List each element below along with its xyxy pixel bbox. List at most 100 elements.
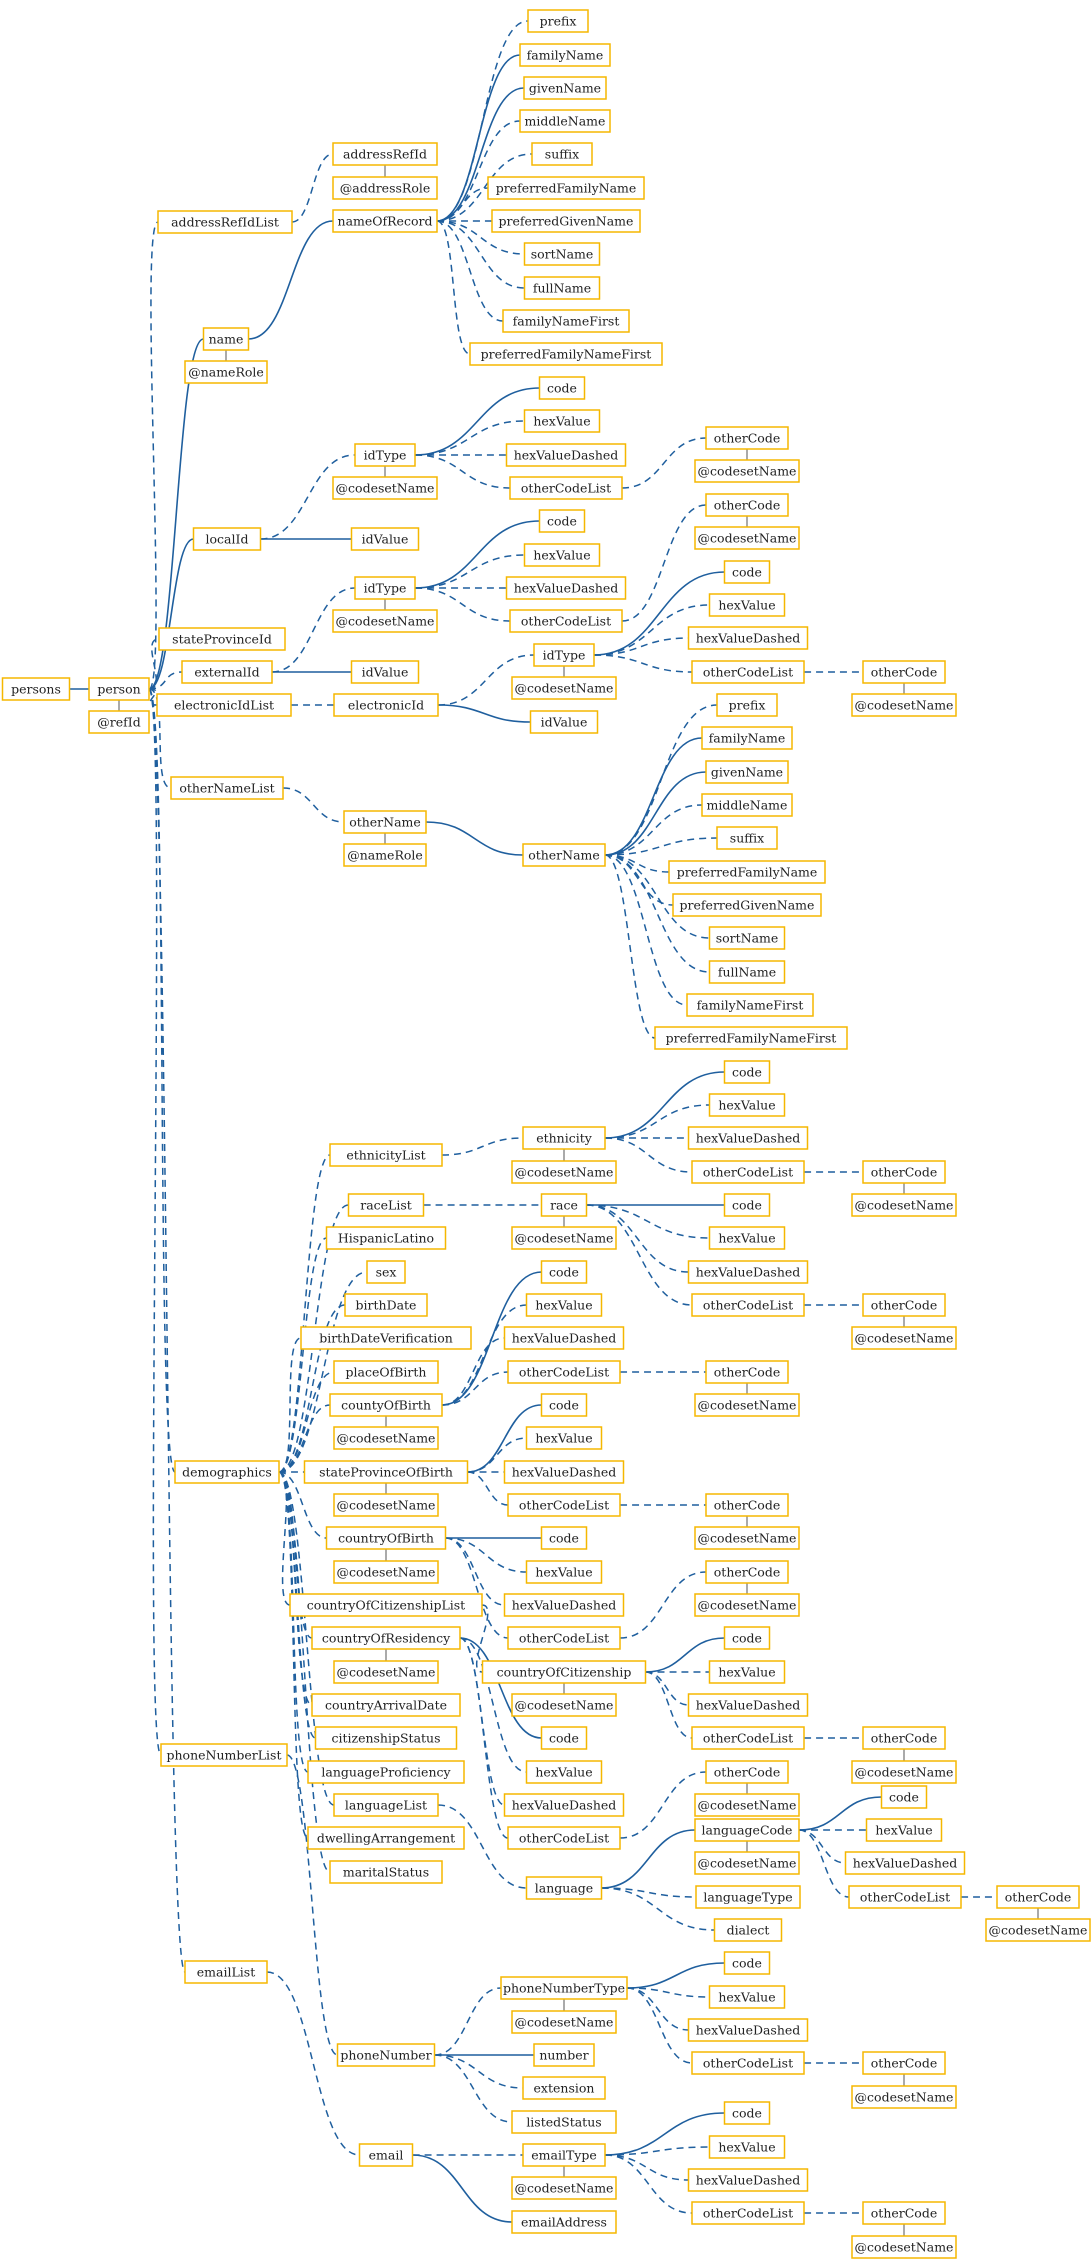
node-coc-oc-csn: @codesetName	[851, 1760, 957, 1784]
edge-otherName-to-on-fnf	[604, 854, 688, 1006]
node-box	[174, 1460, 280, 1484]
node-spob-csn: @codesetName	[333, 1493, 439, 1517]
node-countryOfBirth: countryOfBirth	[325, 1526, 447, 1550]
node-nor-givenName: givenName	[523, 76, 607, 100]
edge-person-to-demographics	[148, 688, 176, 1473]
node-box	[851, 1326, 957, 1350]
node-label: race	[550, 1198, 578, 1213]
node-raceList: raceList	[347, 1193, 425, 1217]
node-on-fullName: fullName	[708, 960, 786, 984]
node-label: otherName	[528, 848, 600, 863]
node-on-sortName: sortName	[708, 926, 786, 950]
edge-countyOfBirth-to-cob-ocl	[441, 1371, 509, 1406]
node-lid-csn: @codesetName	[332, 476, 438, 500]
node-label: fullName	[718, 965, 776, 980]
node-eid-oc-csn: @codesetName	[694, 526, 800, 550]
node-label: otherCode	[714, 431, 780, 446]
node-box	[694, 526, 800, 550]
node-label: @codesetName	[698, 464, 797, 479]
node-label: code	[549, 1731, 579, 1746]
node-label: emailType	[531, 2148, 597, 2163]
edge-countryOfCitizenshipList-to-countryOfCitizenship	[476, 1604, 489, 1673]
node-label: extension	[534, 2081, 595, 2096]
node-label: placeOfBirth	[346, 1365, 427, 1380]
node-lc-oc: otherCode	[996, 1885, 1080, 1909]
node-box	[540, 1193, 588, 1217]
node-ctob-hex: hexValue	[525, 1560, 603, 1584]
node-box	[862, 1293, 946, 1317]
node-label: @codesetName	[337, 1565, 436, 1580]
node-lid-code: code	[538, 376, 586, 400]
node-cor-oc-csn: @codesetName	[694, 1793, 800, 1817]
edge-demographics-to-ethnicityList	[278, 1154, 331, 1473]
node-nor-sortName: sortName	[523, 242, 601, 266]
node-box	[509, 609, 623, 633]
node-label: ethnicity	[536, 1131, 593, 1146]
node-label: person	[97, 682, 140, 697]
node-label: electronicId	[348, 698, 424, 713]
node-on-givenName: givenName	[705, 760, 789, 784]
node-lid-ocl: otherCodeList	[509, 476, 623, 500]
node-label: otherCodeList	[703, 2206, 793, 2221]
node-label: phoneNumber	[340, 2048, 431, 2063]
node-box	[311, 1693, 461, 1717]
node-countryArrivalDate: countryArrivalDate	[311, 1693, 461, 1717]
node-box	[691, 1726, 805, 1750]
node-person: person	[88, 677, 150, 701]
node-box	[344, 1293, 428, 1317]
node-label: @codesetName	[698, 1856, 797, 1871]
node-box	[533, 643, 595, 667]
node-on-middleName: middleName	[701, 793, 793, 817]
edge-emailType-to-et-code	[604, 2112, 725, 2156]
node-box	[687, 626, 809, 650]
node-pnt-code: code	[723, 1951, 771, 1975]
node-person-refId: @refId	[88, 710, 150, 734]
node-label: @codesetName	[515, 1231, 614, 1246]
node-label: otherCode	[871, 2056, 937, 2071]
node-box	[522, 2143, 606, 2167]
node-box	[723, 1193, 771, 1217]
node-box	[511, 2210, 617, 2234]
node-label: sortName	[716, 931, 779, 946]
node-label: code	[549, 1398, 579, 1413]
node-label: @codesetName	[698, 1398, 797, 1413]
node-eth-oc: otherCode	[862, 1160, 946, 1184]
node-label: idType	[543, 648, 586, 663]
node-countyOfBirth: countyOfBirth	[329, 1393, 443, 1417]
node-pnt-hexd: hexValueDashed	[687, 2018, 809, 2042]
edge-emailList-to-email	[266, 1971, 360, 2156]
node-placeOfBirth: placeOfBirth	[333, 1360, 439, 1384]
node-label: @codesetName	[855, 698, 954, 713]
node-label: hexValue	[535, 1431, 592, 1446]
node-box	[708, 2135, 786, 2159]
node-box	[481, 1660, 647, 1684]
node-box	[687, 2018, 809, 2042]
node-box	[511, 2110, 617, 2134]
node-nor-fnf: familyNameFirst	[502, 309, 630, 333]
node-label: @codesetName	[855, 2240, 954, 2255]
node-localId: localId	[192, 527, 262, 551]
node-et-code: code	[723, 2101, 771, 2125]
node-pn-listedStatus: listedStatus	[511, 2110, 617, 2134]
edge-emailType-to-et-hexd	[604, 2154, 689, 2181]
node-label: otherCodeList	[703, 1298, 793, 1313]
node-box	[522, 843, 606, 867]
node-et-ocl: otherCodeList	[691, 2201, 805, 2225]
node-box	[844, 1851, 966, 1875]
node-box	[500, 1976, 628, 2000]
node-box	[507, 1360, 621, 1384]
node-externalId: externalId	[181, 660, 273, 684]
node-label: otherCode	[714, 1765, 780, 1780]
node-box	[687, 2168, 809, 2192]
node-box	[503, 1326, 625, 1350]
node-box	[1, 677, 71, 701]
node-box	[184, 360, 268, 384]
node-ctob-oc-csn: @codesetName	[694, 1593, 800, 1617]
node-box	[303, 1460, 469, 1484]
node-label: dialect	[727, 1923, 770, 1938]
node-box	[705, 760, 789, 784]
node-spob-hex: hexValue	[525, 1426, 603, 1450]
node-race-hexd: hexValueDashed	[687, 1260, 809, 1284]
edge-otherName-to-on-familyName	[604, 737, 703, 856]
node-box	[350, 527, 420, 551]
